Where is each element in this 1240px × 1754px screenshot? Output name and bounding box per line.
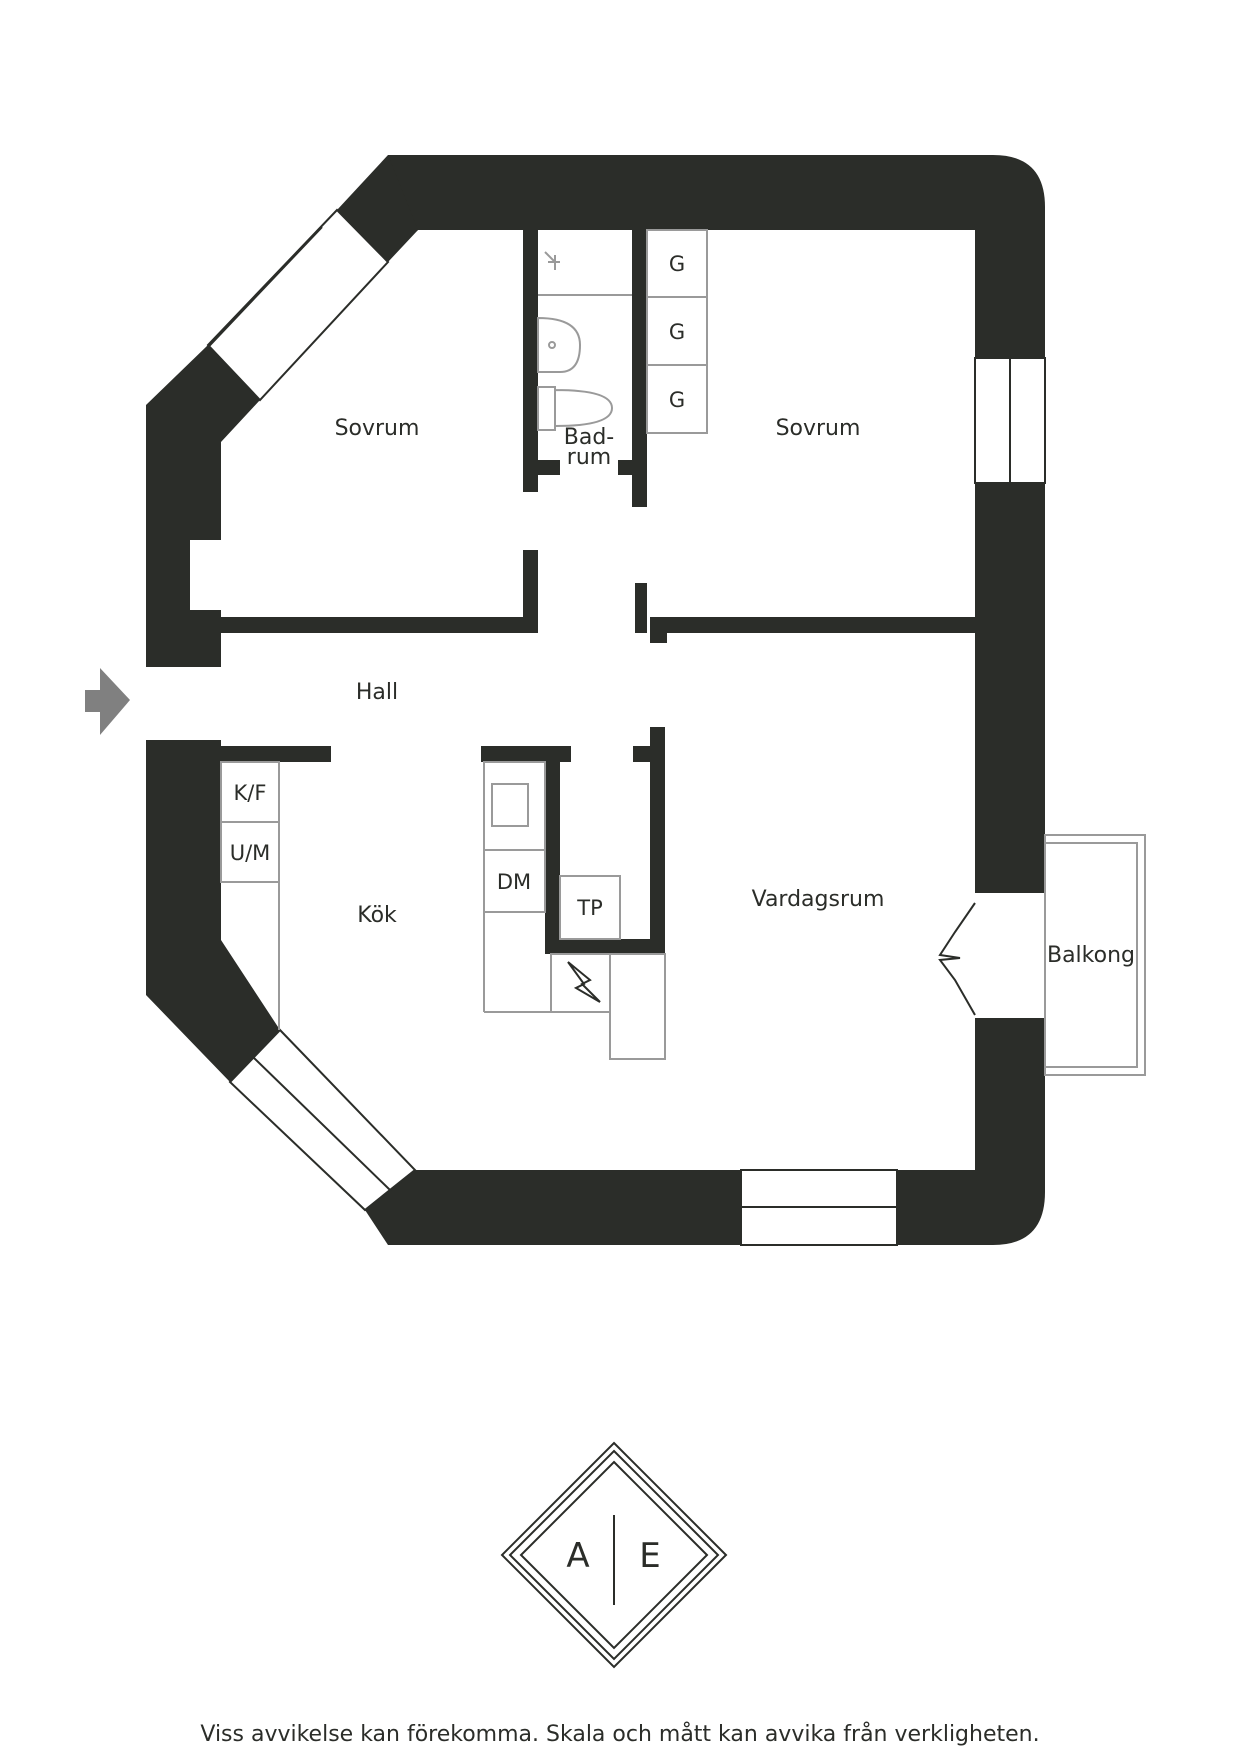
- room-label-bathroom-line1: Bad-: [564, 425, 614, 450]
- shower-icon: [544, 251, 560, 270]
- dryer-label: TP: [576, 896, 603, 920]
- room-label-bedroom-left: Sovrum: [335, 416, 420, 441]
- logo-letter-left: A: [566, 1536, 589, 1576]
- microwave-label: U/M: [230, 841, 271, 865]
- kitchen-fixtures: [220, 761, 666, 1060]
- entrance-opening: [140, 667, 222, 740]
- bathroom-fixtures: [537, 251, 632, 431]
- balcony-door: [938, 893, 1045, 1018]
- room-label-bedroom-right: Sovrum: [776, 416, 861, 441]
- room-label-living-room: Vardagsrum: [752, 887, 885, 912]
- wardrobes: [646, 229, 708, 434]
- room-label-balcony: Balkong: [1047, 943, 1135, 968]
- ae-diamond-logo: [500, 1441, 728, 1669]
- fridge-freezer-label: K/F: [234, 781, 267, 805]
- entrance-arrow-icon: [85, 668, 130, 735]
- room-label-bathroom-line2: rum: [567, 445, 611, 470]
- toilet-icon: [537, 386, 614, 431]
- logo-letter-right: E: [639, 1536, 660, 1576]
- disclaimer-text: Viss avvikelse kan förekomma. Skala och …: [200, 1722, 1040, 1747]
- wardrobe-label-2: G: [669, 320, 685, 344]
- outer-walls: [146, 155, 1045, 1245]
- room-label-hall: Hall: [356, 680, 398, 705]
- wardrobe-label-1: G: [669, 252, 685, 276]
- dishwasher-label: DM: [497, 870, 531, 894]
- balcony: [1044, 834, 1146, 1076]
- lightning-icon: [567, 961, 601, 1003]
- windows: [193, 208, 1046, 1246]
- room-label-kitchen: Kök: [357, 903, 397, 928]
- wardrobe-label-3: G: [669, 388, 685, 412]
- sink-icon: [537, 316, 582, 373]
